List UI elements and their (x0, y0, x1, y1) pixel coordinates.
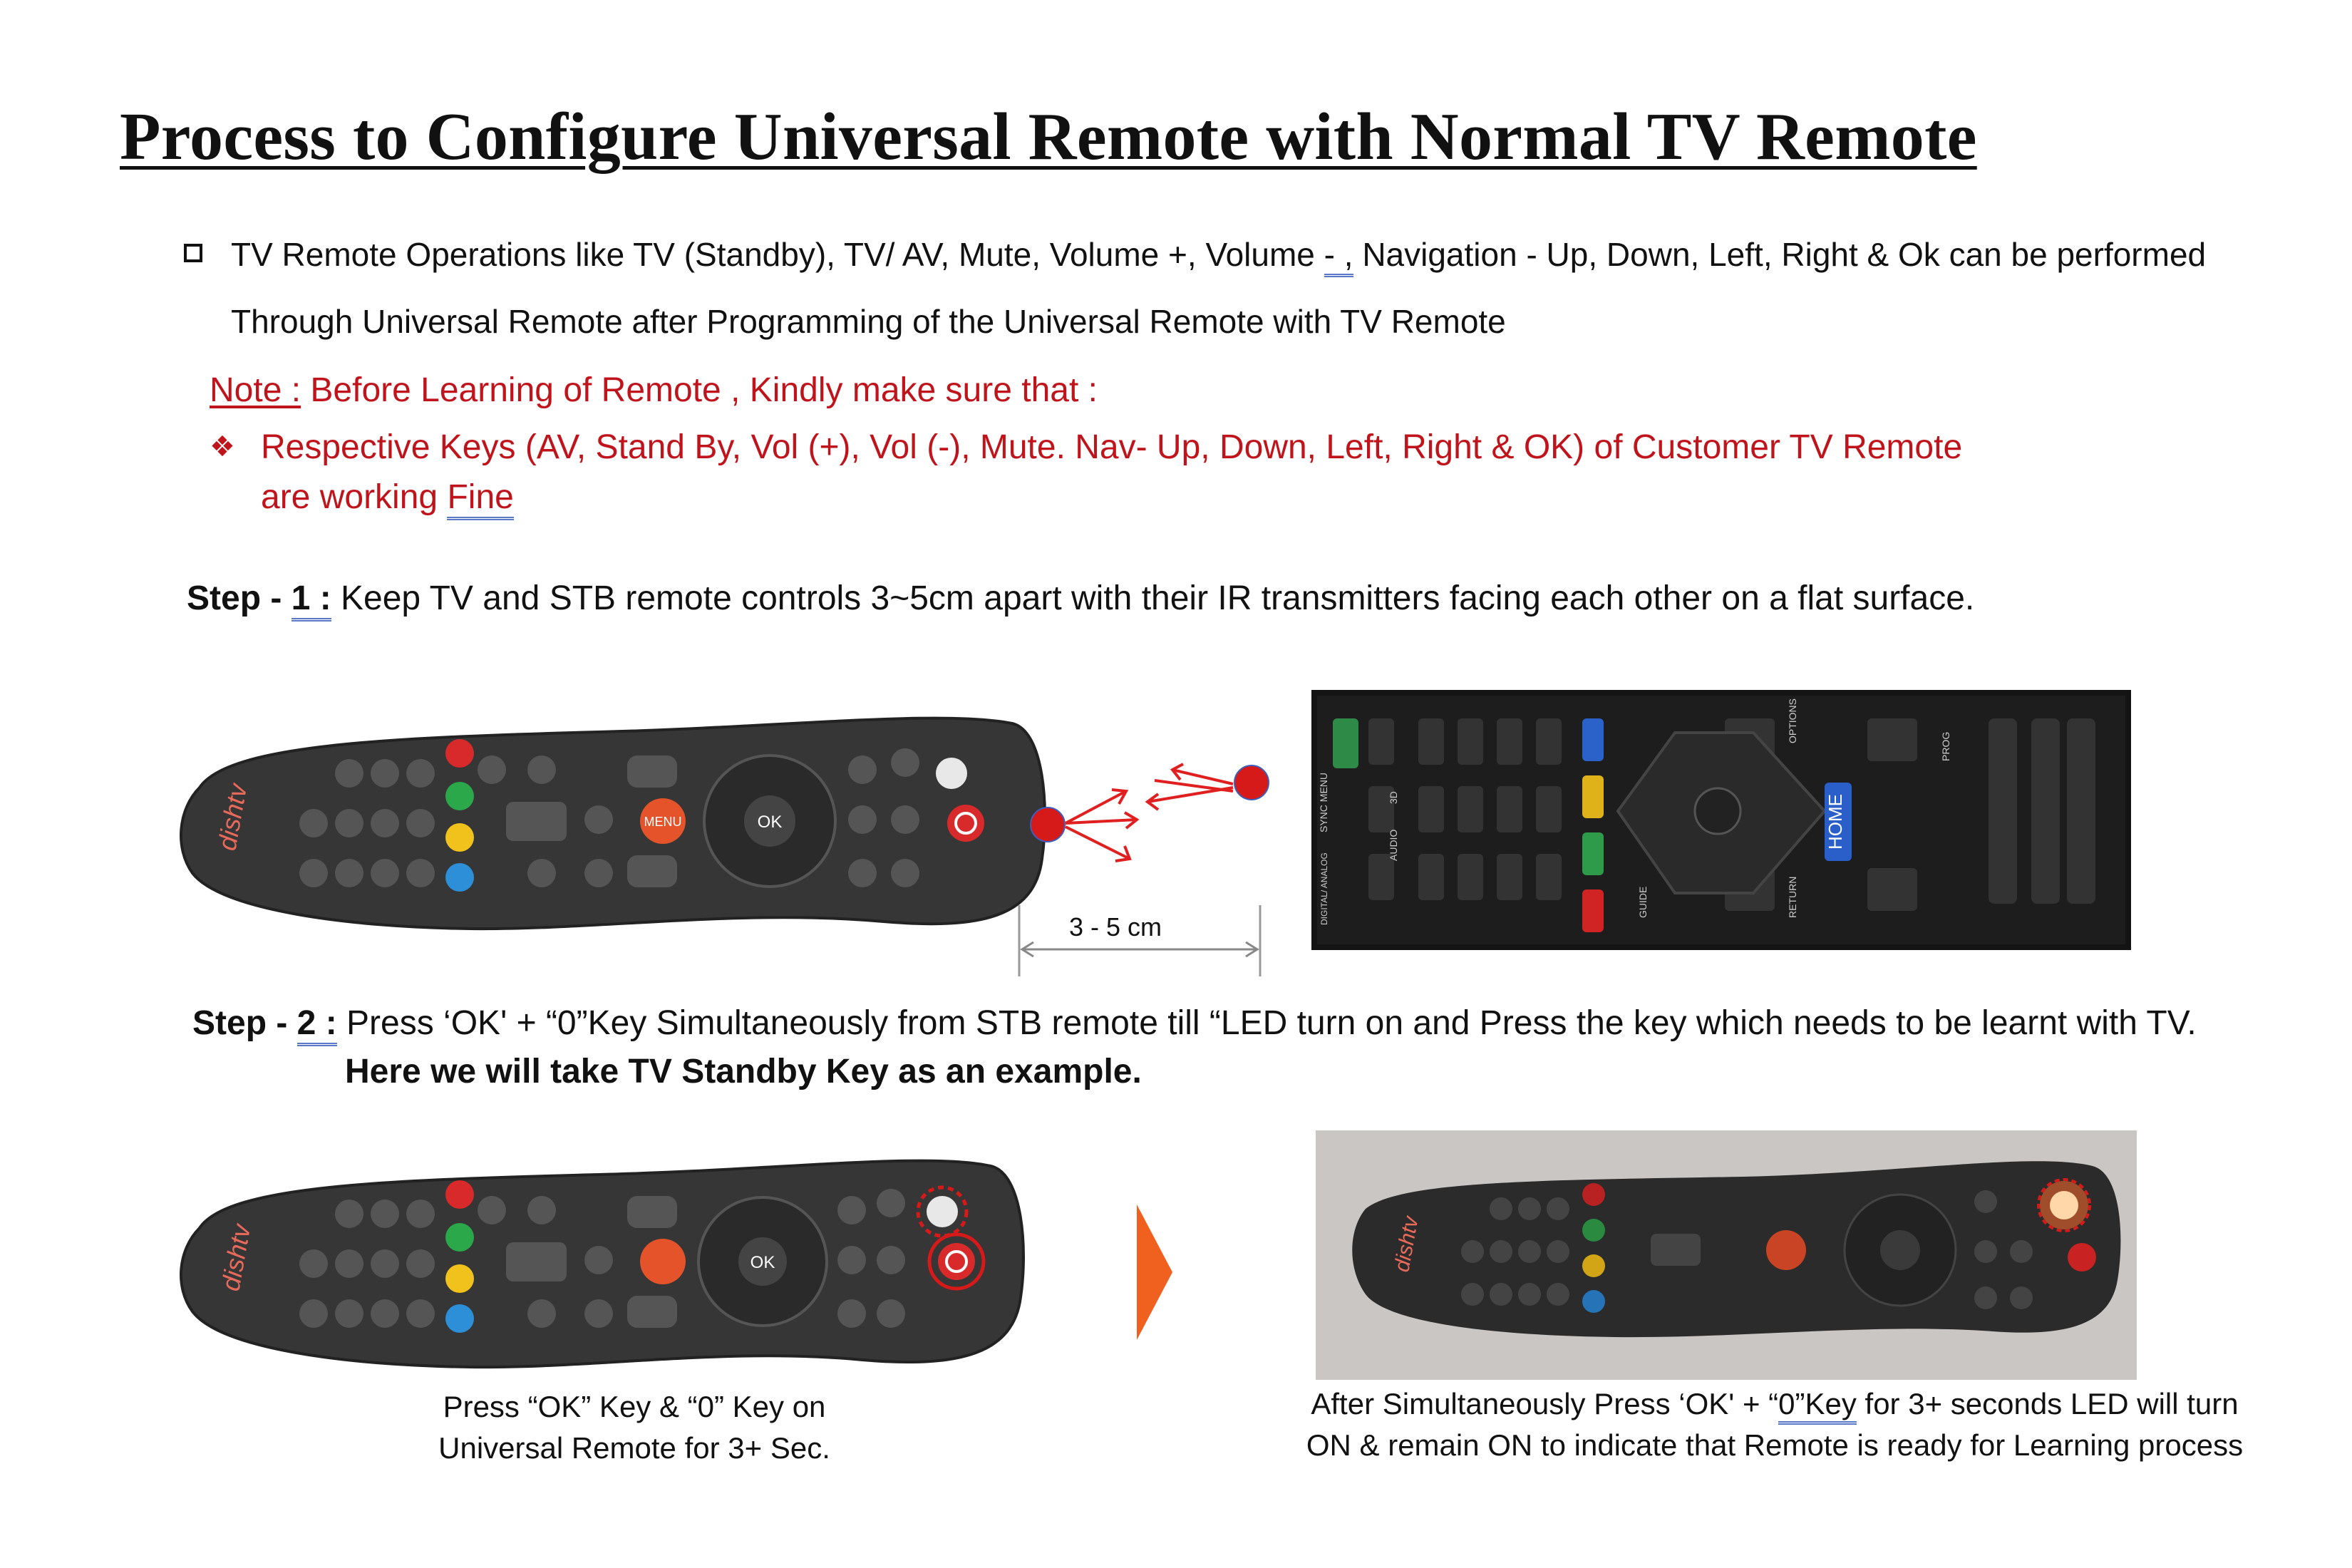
svg-text:OK: OK (758, 813, 783, 832)
page-title: Process to Configure Universal Remote wi… (120, 100, 1977, 174)
note-item-line-2: are working Fine (261, 478, 514, 520)
step-2-text: Step - 2 : Press ‘OK' + “0”Key Simultane… (192, 1004, 2197, 1046)
led-on-remote-photo: dishtv (1316, 1130, 2137, 1380)
svg-text:OK: OK (751, 1253, 775, 1272)
caption-left: Press “OK” Key & “0” Key on Universal Re… (438, 1390, 830, 1465)
diamond-bullet-icon: ❖ (210, 431, 235, 463)
intro-line-2: Through Universal Remote after Programmi… (231, 303, 1506, 340)
checkbox-bullet-icon (184, 244, 202, 262)
distance-label: 3 - 5 cm (1069, 912, 1162, 942)
svg-text:3D: 3D (1388, 791, 1399, 804)
svg-text:AUDIO: AUDIO (1388, 830, 1399, 861)
ir-signal-arrows (1030, 763, 1269, 862)
tv-remote-image: HOME OPTIONS RETURN GUIDE PROG AUDIO SYN… (1311, 690, 2131, 950)
intro-line-1: TV Remote Operations like TV (Standby), … (231, 235, 2206, 277)
note-heading: Note : Before Learning of Remote , Kindl… (210, 371, 1098, 409)
svg-text:MENU: MENU (644, 815, 682, 829)
distance-measure (1018, 905, 1262, 976)
home-key-label: HOME (1825, 794, 1846, 850)
next-step-arrow-icon (1137, 1205, 1172, 1340)
svg-text:RETURN: RETURN (1787, 877, 1798, 918)
caption-right: After Simultaneously Press ‘OK' + “0”Key… (1306, 1387, 2244, 1462)
universal-remote-image-bottom: dishtv OK (180, 1159, 1025, 1369)
svg-text:DIGITAL/ ANALOG: DIGITAL/ ANALOG (1319, 852, 1329, 925)
universal-remote-image-top: dishtv MENU OK (180, 716, 1046, 931)
step-2-example: Here we will take TV Standby Key as an e… (345, 1053, 1142, 1090)
svg-text:PROG: PROG (1940, 732, 1951, 761)
svg-text:OPTIONS: OPTIONS (1787, 698, 1798, 743)
note-item-line-1: Respective Keys (AV, Stand By, Vol (+), … (261, 428, 1963, 466)
note-label: Note : (210, 371, 301, 409)
step-1-text: Step - 1 : Keep TV and STB remote contro… (187, 579, 1974, 621)
svg-text:GUIDE: GUIDE (1637, 887, 1649, 918)
svg-text:SYNC MENU: SYNC MENU (1318, 773, 1329, 832)
